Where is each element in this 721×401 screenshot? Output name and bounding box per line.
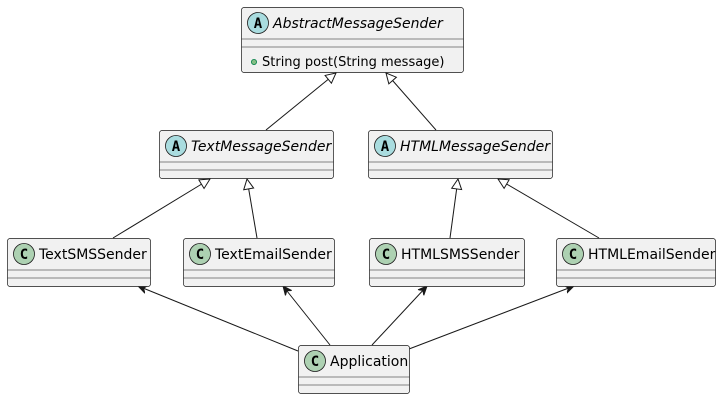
class-box-html-sms-sender: C HTMLSMSSender [369,238,525,287]
class-box-frame [183,238,335,287]
generalization-arrow-text-sms-sender-to-text-message-sender [112,179,210,239]
association-arrow-application-to-html-email-sender [408,286,574,350]
generalization-arrow-html-email-sender-to-html-message-sender [498,179,600,239]
class-box-text-sms-sender: C TextSMSSender [7,238,151,287]
class-icon-letter: C [311,354,319,370]
class-icon: C [375,243,397,265]
class-icon: C [13,243,35,265]
generalization-arrow-text-email-sender-to-text-message-sender [247,179,258,239]
public-visibility-icon [250,59,257,66]
class-box-text-message-sender: A TextMessageSender [159,130,334,179]
class-box-frame [368,130,553,179]
class-icon-letter: A [254,16,263,32]
class-icon-letter: C [20,247,28,263]
class-name: TextMessageSender [191,139,332,155]
generalization-arrow-html-sms-sender-to-html-message-sender [449,179,458,239]
class-box-html-email-sender: C HTMLEmailSender [556,238,716,287]
class-name: TextEmailSender [214,247,332,263]
class-name: HTMLSMSSender [401,247,520,263]
class-method: String post(String message) [262,55,445,70]
abstract-class-icon: A [165,135,187,157]
abstract-class-icon: A [374,135,396,157]
class-name: HTMLMessageSender [400,139,551,155]
class-icon-letter: C [382,247,390,263]
class-box-application: C Application [298,345,410,394]
class-name: Application [330,354,408,370]
class-name: TextSMSSender [38,247,147,263]
class-box-html-message-sender: A HTMLMessageSender [368,130,553,179]
class-box-frame [7,238,151,287]
class-icon-letter: A [172,139,181,155]
association-arrow-application-to-html-sms-sender [371,286,427,346]
class-icon-letter: A [381,139,390,155]
generalization-arrow-text-message-sender-to-abstract-message-sender [265,73,336,131]
class-icon: C [562,243,584,265]
abstract-class-icon: A [247,12,269,34]
association-arrow-application-to-text-email-sender [283,286,331,346]
generalization-arrow-html-message-sender-to-abstract-message-sender [386,73,437,131]
class-box-text-email-sender: C TextEmailSender [183,238,335,287]
class-box-frame [556,238,716,287]
class-box-frame [369,238,525,287]
class-icon-letter: C [196,247,204,263]
class-box-frame [298,345,410,394]
class-icon: C [189,243,211,265]
association-arrow-application-to-text-sms-sender [138,286,299,352]
class-box-frame [241,7,464,73]
class-icon: C [304,350,326,372]
class-name: HTMLEmailSender [588,247,716,263]
class-icon-letter: C [569,247,577,263]
class-name: AbstractMessageSender [272,16,444,32]
class-box-frame [159,130,334,179]
